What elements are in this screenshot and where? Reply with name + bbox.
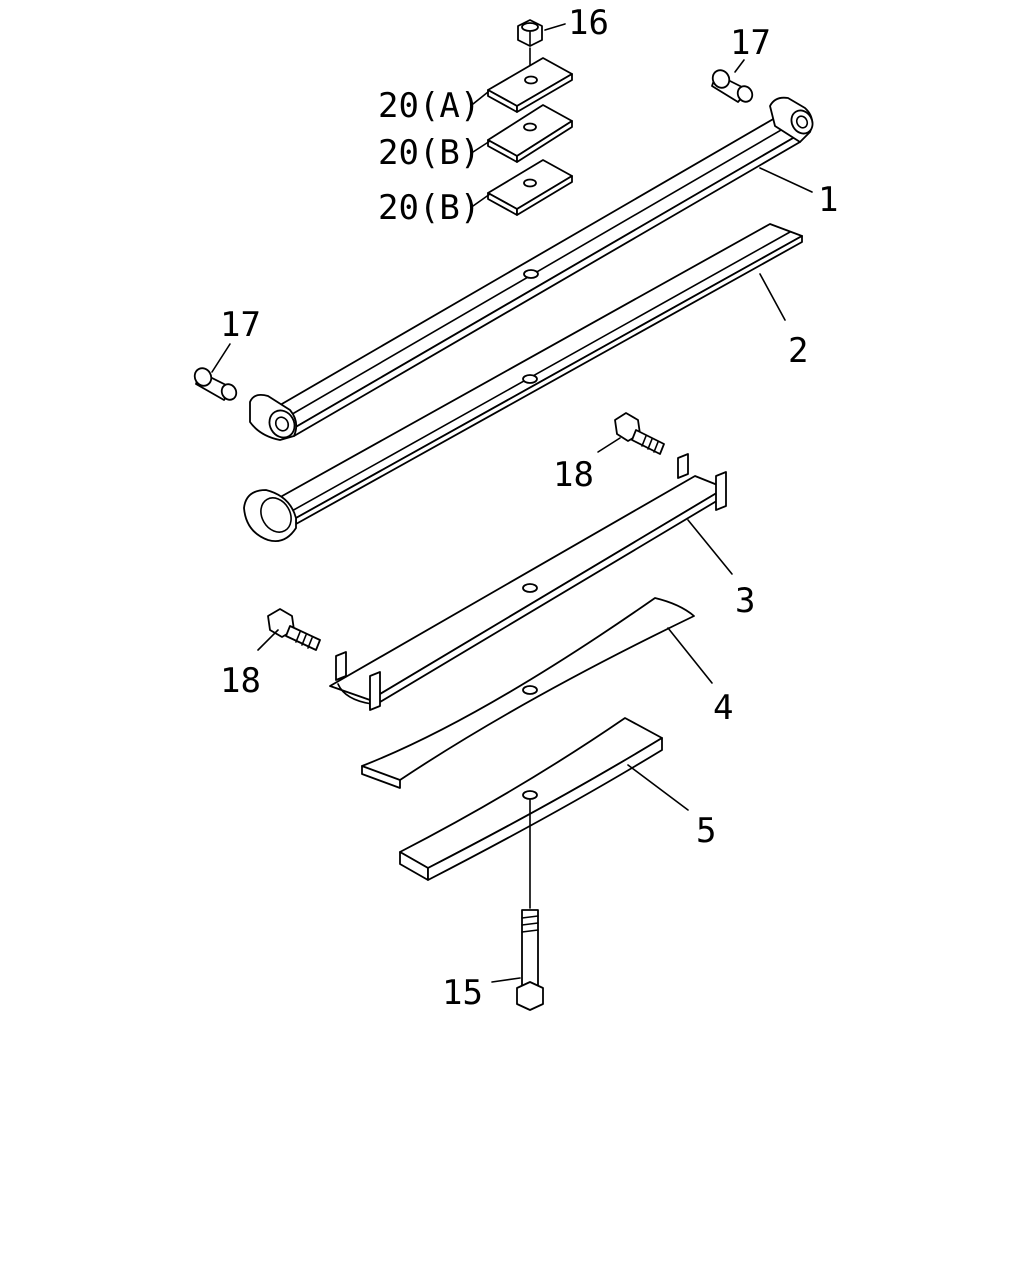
part-20b-plate-1 [487,104,573,163]
label-15: 15 [442,973,483,1013]
part-17-bushing-top [711,69,754,103]
part-20b-plate-2 [487,159,573,216]
leader-lines [211,23,813,983]
label-16: 16 [568,3,609,43]
label-5: 5 [696,811,716,851]
label-17-top: 17 [730,23,771,63]
label-17-left: 17 [220,305,261,345]
label-18-left: 18 [220,661,261,701]
label-1: 1 [818,180,838,220]
part-labels: 16 20(A) 20(B) 20(B) 17 17 1 2 18 3 18 4… [220,3,838,1013]
label-18-top: 18 [553,455,594,495]
label-4: 4 [713,688,733,728]
part-4-fourth-leaf [361,597,695,789]
part-3-third-leaf [329,453,727,711]
part-16-nut [517,19,543,73]
part-18-bolt-top [614,412,665,455]
label-20a: 20(A) [378,86,480,126]
part-1-main-leaf [249,96,814,441]
label-20b-1: 20(B) [378,133,480,173]
label-3: 3 [735,581,755,621]
part-20a-plate [487,57,573,113]
label-20b-2: 20(B) [378,188,480,228]
part-5-fifth-leaf [399,717,663,881]
label-2: 2 [788,331,808,371]
part-2-second-leaf [243,223,803,543]
part-15-center-bolt [516,799,544,1011]
part-17-bushing-left [193,367,238,401]
part-18-bolt-left [267,608,321,651]
